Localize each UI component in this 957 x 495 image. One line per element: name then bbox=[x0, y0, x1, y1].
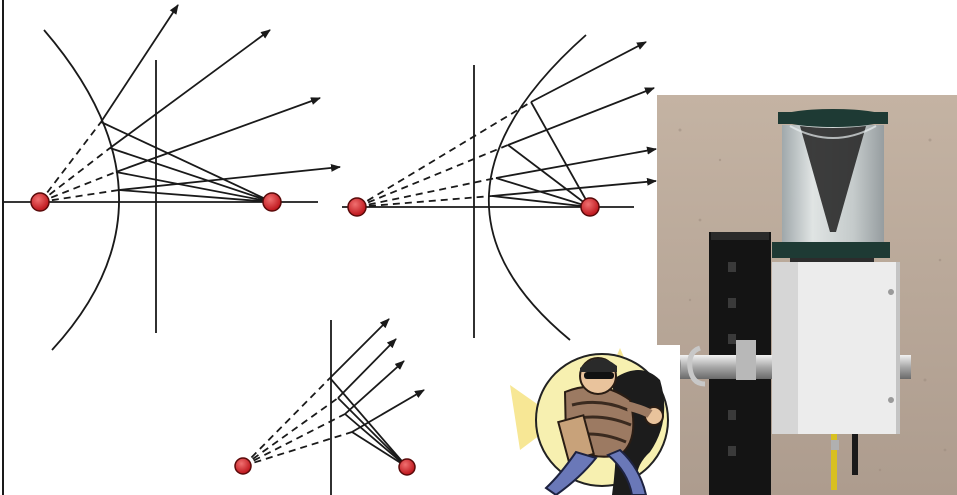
ray-reflection-bottom bbox=[234, 318, 425, 495]
focus-point-left bbox=[30, 192, 50, 212]
outgoing-arrows bbox=[329, 318, 425, 433]
focus-point-right bbox=[580, 197, 600, 217]
outgoing-arrows bbox=[491, 41, 657, 197]
hyperbola-branch bbox=[487, 34, 587, 341]
burglar-leg bbox=[606, 448, 648, 495]
hyperbola-branch bbox=[43, 29, 120, 351]
box-screws bbox=[888, 289, 894, 403]
focus-point-right bbox=[398, 458, 416, 476]
reflected-rays bbox=[491, 101, 591, 208]
sensor-photo bbox=[657, 95, 957, 495]
hyperbola-reflection-right bbox=[342, 34, 657, 341]
reflected-rays bbox=[100, 121, 273, 203]
post-holes bbox=[728, 262, 736, 456]
hyperbola-reflection-left bbox=[3, 4, 341, 351]
burglar-cartoon bbox=[508, 345, 680, 495]
burglar-mask bbox=[584, 372, 614, 379]
base-plate bbox=[772, 242, 890, 258]
focus-point-left bbox=[347, 197, 367, 217]
dashed-rays bbox=[39, 121, 120, 203]
dashed-rays bbox=[242, 377, 353, 467]
burglar-leg bbox=[544, 450, 598, 495]
cone-reflector bbox=[800, 126, 866, 232]
dashed-rays bbox=[356, 101, 532, 208]
focus-point-left bbox=[234, 457, 252, 475]
focus-point-right bbox=[262, 192, 282, 212]
u-clamp bbox=[687, 345, 706, 387]
outgoing-arrows bbox=[100, 4, 341, 191]
